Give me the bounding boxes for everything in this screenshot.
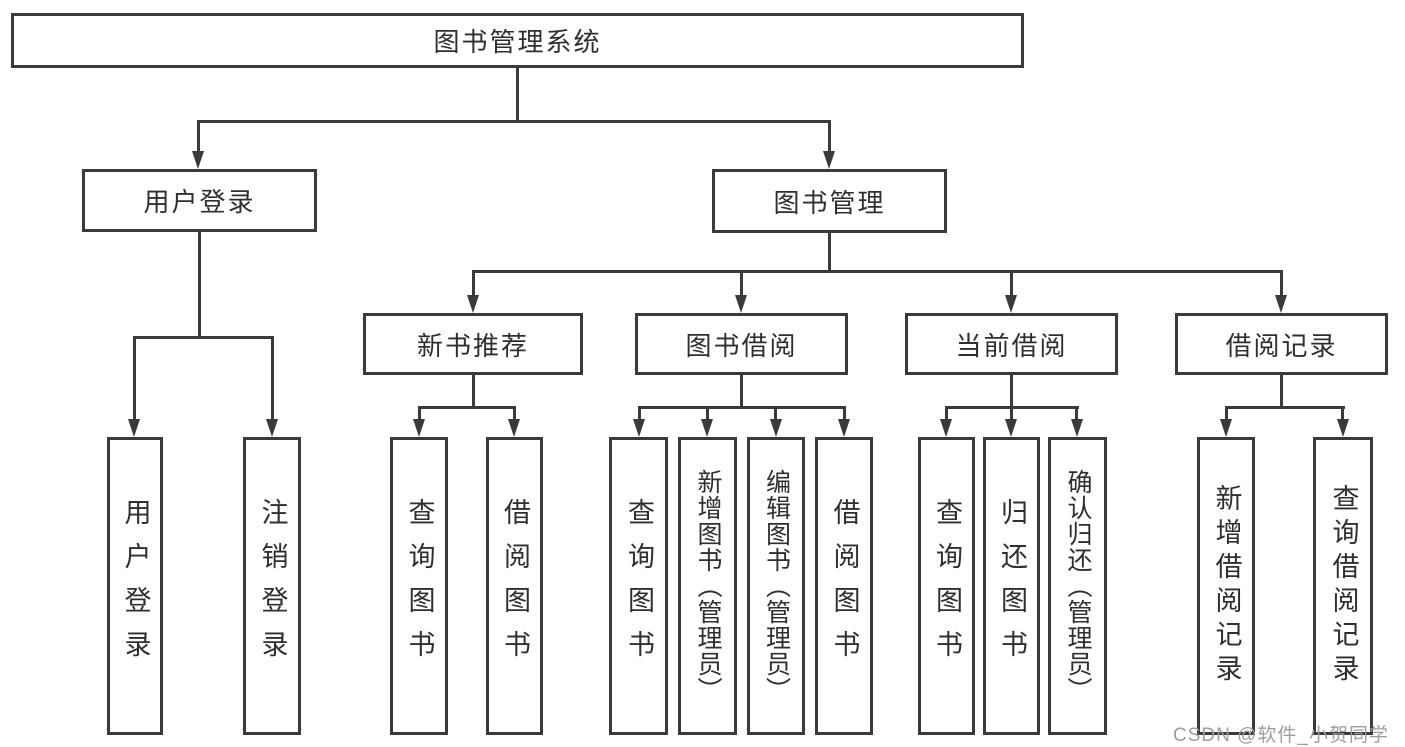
arrow-down-icon [1275, 295, 1287, 313]
csdn-watermark: CSDN @软件_小贺同学 [1173, 725, 1389, 746]
node-book-management: 图书管理 [712, 169, 947, 233]
connector-line [418, 406, 516, 409]
connector-line [945, 406, 948, 422]
arrow-down-icon [413, 419, 425, 437]
leaf-label: 查询图书 [624, 498, 654, 674]
leaf-user-login: 用户登录 [107, 437, 163, 735]
leaf-query-books-recommend: 查询图书 [390, 437, 448, 735]
connector-line [740, 375, 743, 408]
leaf-label: 编辑图书（管理员） [762, 469, 791, 703]
node-current-borrowing: 当前借阅 [905, 313, 1118, 375]
connector-line [740, 270, 743, 300]
node-label: 图书管理系统 [433, 27, 602, 57]
node-borrowing-records: 借阅记录 [1175, 313, 1388, 375]
leaf-borrow-books-recommend: 借阅图书 [486, 437, 543, 735]
connector-line [638, 406, 846, 409]
node-label: 图书管理 [773, 187, 886, 218]
arrow-down-icon [633, 419, 645, 437]
arrow-down-icon [1071, 419, 1083, 437]
connector-line [1010, 375, 1013, 408]
leaf-add-borrow-record: 新增借阅记录 [1197, 437, 1255, 735]
connector-line [472, 375, 475, 408]
leaf-confirm-return-admin: 确认归还（管理员） [1048, 437, 1107, 735]
connector-line [828, 233, 831, 273]
connector-line [197, 120, 200, 155]
node-library-management-system: 图书管理系统 [11, 13, 1024, 68]
connector-line [1075, 406, 1078, 422]
connector-line [843, 406, 846, 422]
connector-line [1010, 270, 1013, 300]
connector-line [1280, 270, 1283, 300]
leaf-label: 用户登录 [120, 498, 151, 674]
connector-line [418, 406, 421, 422]
connector-line [1225, 406, 1228, 422]
leaf-label: 借阅图书 [500, 498, 530, 674]
leaf-label: 查询图书 [404, 498, 435, 674]
node-user-login: 用户登录 [82, 169, 317, 232]
leaf-query-books-borrow: 查询图书 [609, 437, 668, 735]
connector-line [774, 406, 777, 422]
connector-line [828, 120, 831, 155]
leaf-borrow-books: 借阅图书 [815, 437, 873, 735]
arrow-down-icon [1005, 419, 1017, 437]
connector-line [1280, 375, 1283, 408]
leaf-label: 确认归还（管理员） [1064, 469, 1092, 703]
leaf-label: 归还图书 [997, 498, 1027, 674]
connector-line [271, 336, 274, 422]
connector-line [638, 406, 641, 422]
leaf-logout: 注销登录 [243, 437, 301, 735]
connector-line [133, 336, 274, 339]
connector-line [1225, 406, 1345, 409]
arrow-down-icon [128, 419, 140, 437]
connector-line [197, 120, 831, 123]
node-label: 新书推荐 [416, 330, 529, 361]
node-label: 用户登录 [143, 187, 256, 217]
node-book-borrowing: 图书借阅 [635, 313, 848, 375]
arrow-down-icon [701, 419, 713, 437]
node-new-book-recommend: 新书推荐 [363, 313, 583, 375]
node-label: 借阅记录 [1225, 330, 1338, 361]
leaf-label: 查询图书 [932, 498, 962, 674]
arrow-down-icon [508, 419, 520, 437]
arrow-down-icon [838, 419, 850, 437]
leaf-edit-books-admin: 编辑图书（管理员） [747, 437, 805, 735]
arrow-down-icon [1005, 295, 1017, 313]
connector-line [472, 270, 475, 300]
connector-line [513, 406, 516, 422]
leaf-label: 查询借阅记录 [1328, 484, 1359, 688]
connector-line [472, 270, 1282, 273]
leaf-label: 新增借阅记录 [1211, 484, 1242, 688]
node-label: 图书借阅 [685, 330, 798, 361]
connector-line [133, 336, 136, 422]
node-label: 当前借阅 [955, 330, 1068, 361]
arrow-down-icon [266, 419, 278, 437]
connector-line [516, 68, 519, 121]
arrow-down-icon [467, 295, 479, 313]
leaf-query-books-current: 查询图书 [918, 437, 975, 735]
arrow-down-icon [1220, 419, 1232, 437]
leaf-return-books: 归还图书 [983, 437, 1040, 735]
leaf-label: 新增图书（管理员） [694, 469, 722, 703]
arrow-down-icon [770, 419, 782, 437]
leaf-query-borrow-record: 查询借阅记录 [1313, 437, 1373, 735]
connector-line [1341, 406, 1344, 422]
arrow-down-icon [735, 295, 747, 313]
connector-line [706, 406, 709, 422]
arrow-down-icon [823, 151, 835, 169]
arrow-down-icon [940, 419, 952, 437]
leaf-label: 注销登录 [257, 498, 288, 674]
arrow-down-icon [192, 151, 204, 169]
arrow-down-icon [1337, 419, 1349, 437]
connector-line [1010, 406, 1013, 422]
leaf-label: 借阅图书 [829, 498, 860, 674]
connector-line [198, 232, 201, 338]
leaf-add-books-admin: 新增图书（管理员） [678, 437, 737, 735]
